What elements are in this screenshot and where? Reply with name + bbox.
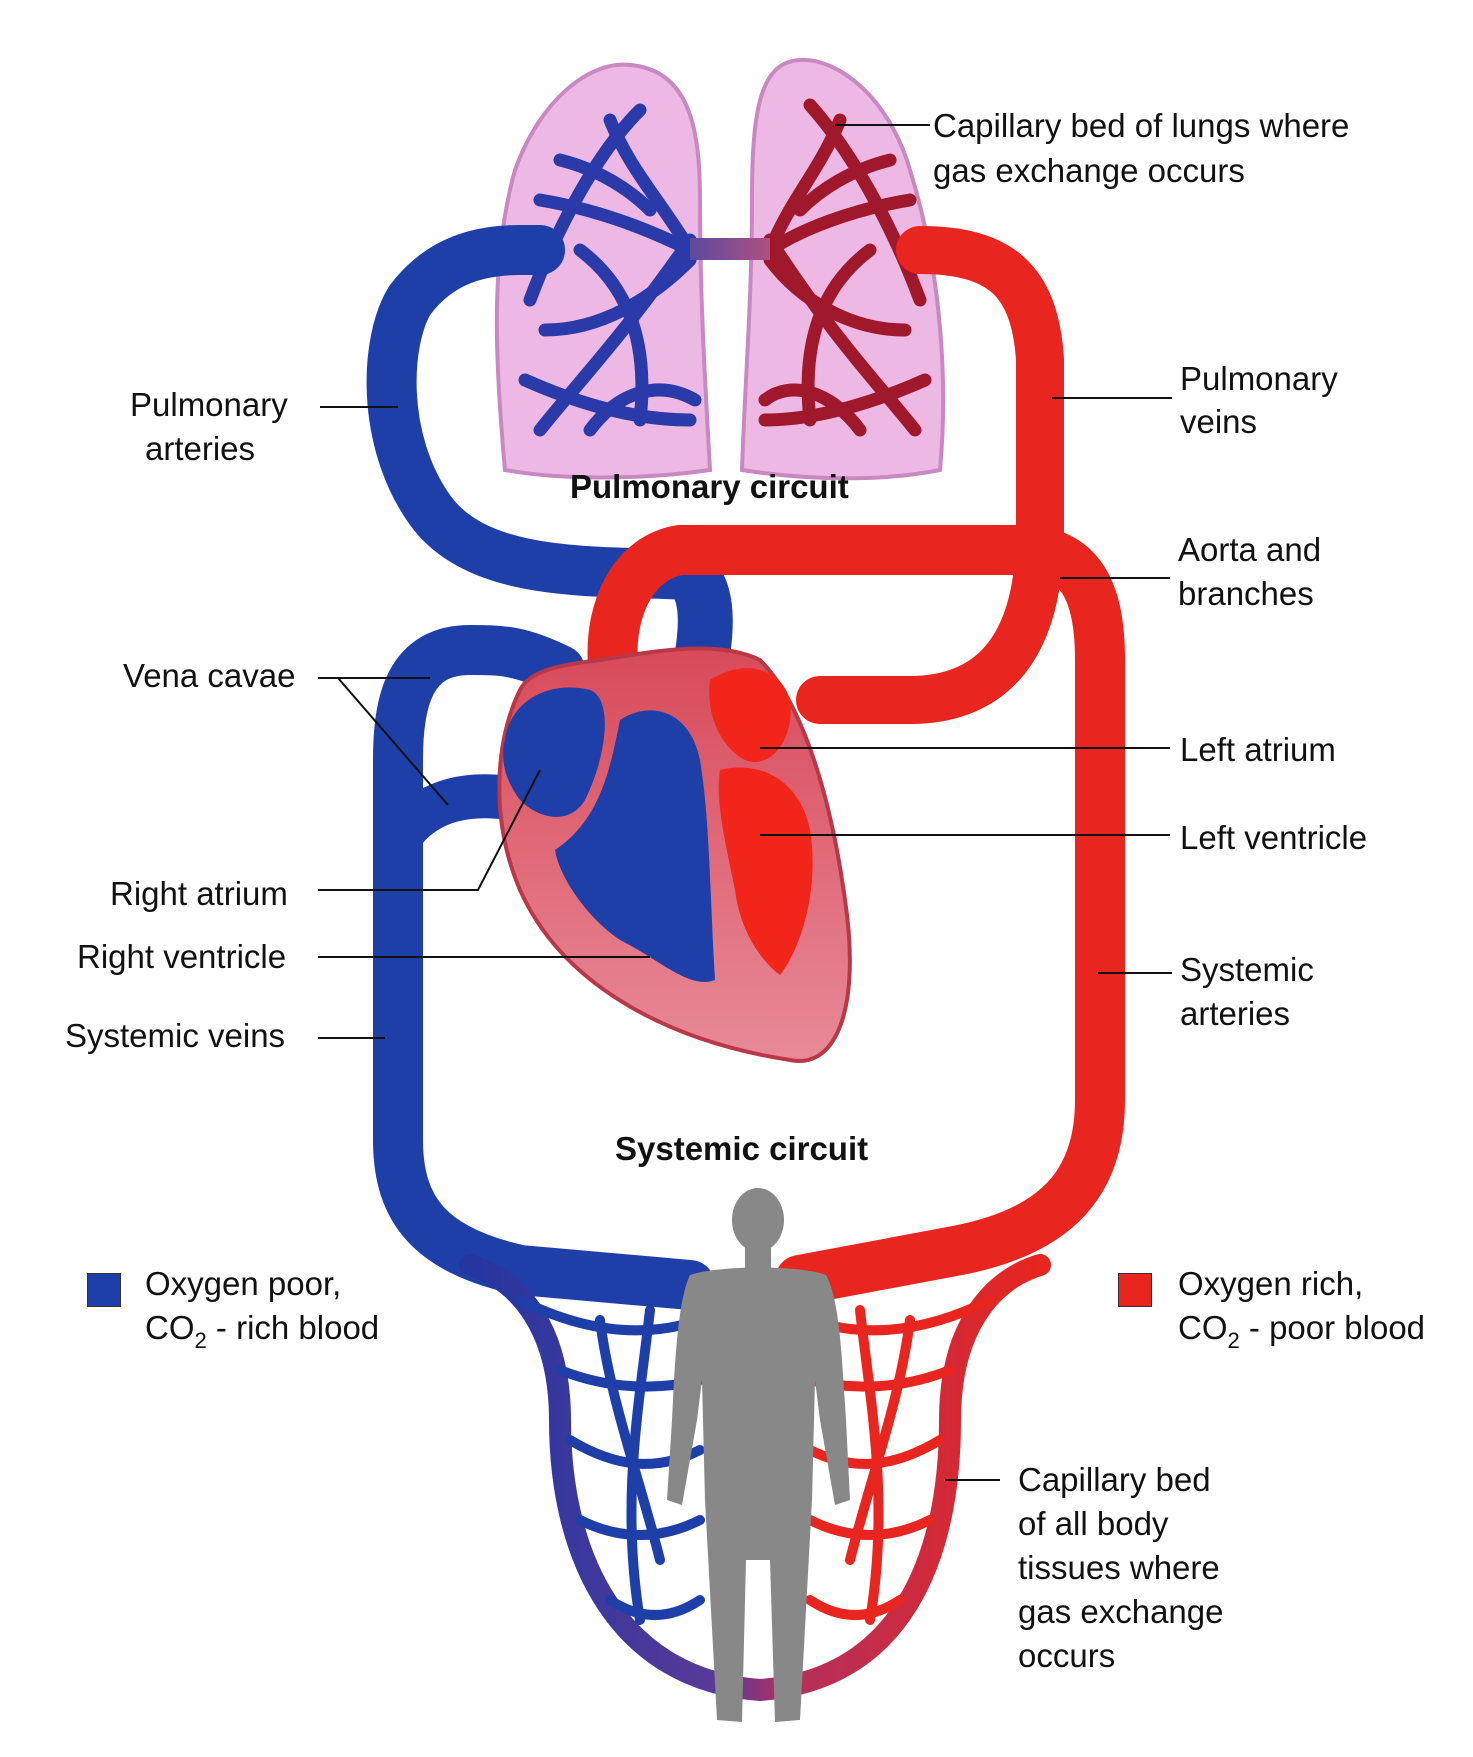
heart (497, 646, 852, 1063)
label-systemic-circuit: Systemic circuit (615, 1130, 869, 1167)
label-capillary-body-line3: tissues where (1018, 1549, 1220, 1586)
lung-bridge (690, 238, 770, 260)
label-pulmonary-veins-line2: veins (1180, 403, 1258, 440)
label-pulmonary-circuit: Pulmonary circuit (570, 468, 849, 505)
label-systemic-arteries-line2: arteries (1180, 995, 1291, 1032)
legend-rich-co2: CO (1178, 1309, 1228, 1346)
legend-poor-co2: CO (145, 1309, 195, 1346)
legend-poor-subscript: 2 (194, 1328, 207, 1353)
label-aorta-line1: Aorta and (1178, 531, 1322, 568)
label-pulmonary-arteries-line2: arteries (145, 430, 256, 467)
legend-swatch-oxygen-poor (87, 1273, 121, 1307)
label-capillary-lungs-line2: gas exchange occurs (933, 152, 1245, 189)
leader-lines (318, 124, 1172, 1481)
label-capillary-lungs-line1: Capillary bed of lungs where (933, 107, 1350, 144)
body-capillary-bed (459, 1254, 1051, 1702)
vena-cava-vessel (373, 624, 715, 1310)
label-left-ventricle: Left ventricle (1180, 819, 1368, 856)
legend-oxygen-poor-line2: CO2 - rich blood (145, 1306, 379, 1354)
pulmonary-artery-vessel (366, 225, 715, 600)
label-capillary-body-line5: occurs (1018, 1637, 1116, 1674)
legend-swatch-oxygen-rich (1118, 1273, 1152, 1307)
legend-oxygen-poor-line1: Oxygen poor, (145, 1265, 342, 1302)
label-systemic-arteries-line1: Systemic (1180, 951, 1314, 988)
label-capillary-body-line2: of all body (1018, 1505, 1169, 1542)
left-ventricle-chamber (718, 767, 813, 975)
label-aorta-line2: branches (1178, 575, 1314, 612)
right-atrium-chamber (503, 687, 605, 817)
label-vena-cavae: Vena cavae (123, 657, 296, 694)
legend-oxygen-rich-line2: CO2 - poor blood (1178, 1306, 1425, 1354)
left-atrium-chamber (709, 668, 791, 762)
label-capillary-body-line1: Capillary bed (1018, 1461, 1211, 1498)
legend-poor-rest: - rich blood (206, 1309, 380, 1346)
legend-rich-subscript: 2 (1227, 1328, 1240, 1353)
lungs (494, 57, 946, 481)
right-lung-capillaries (758, 98, 932, 437)
label-pulmonary-arteries-line1: Pulmonary (130, 386, 288, 423)
label-capillary-body-line4: gas exchange (1018, 1593, 1224, 1630)
label-pulmonary-veins-line1: Pulmonary (1180, 360, 1338, 397)
label-right-ventricle: Right ventricle (77, 938, 287, 975)
legend-oxygen-rich-line1: Oxygen rich, (1178, 1265, 1364, 1302)
right-ventricle-chamber (555, 710, 715, 982)
label-systemic-veins: Systemic veins (65, 1017, 286, 1054)
human-silhouette (667, 1188, 850, 1722)
label-right-atrium: Right atrium (110, 875, 288, 912)
body-bed-shape (459, 1254, 1051, 1702)
aorta-vessel (587, 525, 1125, 1305)
legend-rich-rest: - poor blood (1239, 1309, 1426, 1346)
label-left-atrium: Left atrium (1180, 731, 1336, 768)
